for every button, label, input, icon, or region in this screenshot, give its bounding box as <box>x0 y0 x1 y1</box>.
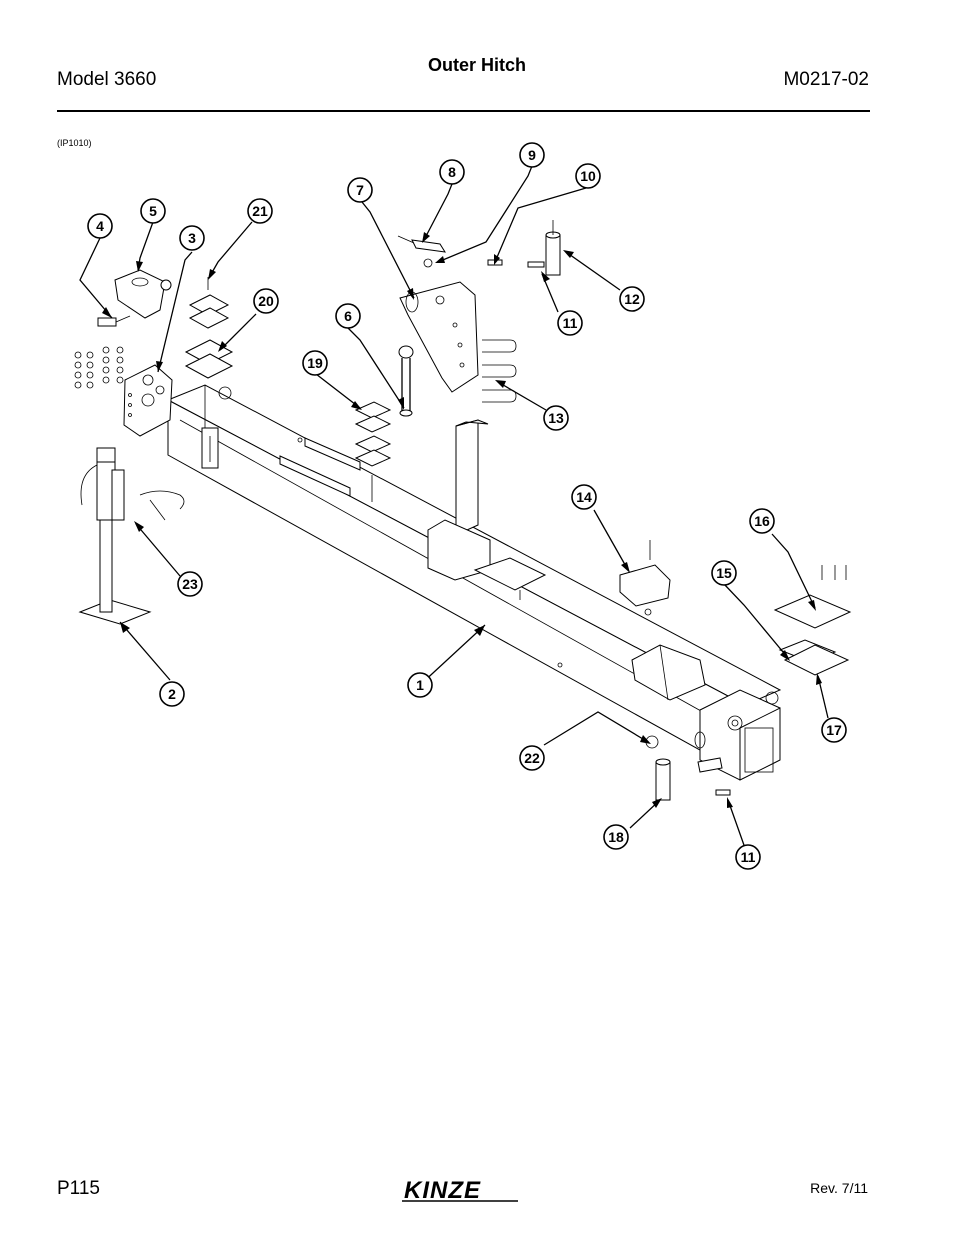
figure-id: (IP1010) <box>57 138 92 148</box>
svg-text:3: 3 <box>188 230 196 246</box>
callout-2: 2 <box>159 681 185 707</box>
svg-text:2: 2 <box>168 686 176 702</box>
header-rule <box>57 110 870 112</box>
bracket-plate-part <box>399 281 479 393</box>
page-number: P115 <box>57 1178 100 1199</box>
svg-text:12: 12 <box>624 291 640 307</box>
leader-lines <box>79 165 829 849</box>
hitch-pin-part <box>398 345 414 417</box>
svg-text:10: 10 <box>580 168 596 184</box>
callout-14: 14 <box>571 484 597 510</box>
svg-text:5: 5 <box>149 203 157 219</box>
u-bolts <box>482 339 517 403</box>
callout-16: 16 <box>749 508 775 534</box>
callout-11-top: 11 <box>557 310 583 336</box>
svg-text:23: 23 <box>182 576 198 592</box>
clamp-bracket-part <box>619 540 671 616</box>
bolt-cluster <box>74 346 124 389</box>
svg-text:14: 14 <box>576 489 592 505</box>
kinze-logo: KINZE <box>402 1177 518 1204</box>
callout-15: 15 <box>711 560 737 586</box>
callout-9: 9 <box>519 142 545 168</box>
svg-text:21: 21 <box>252 203 268 219</box>
svg-text:15: 15 <box>716 565 732 581</box>
callout-8: 8 <box>439 159 465 185</box>
callout-3: 3 <box>179 225 205 251</box>
pivot-pin-part <box>645 735 731 801</box>
svg-text:8: 8 <box>448 164 456 180</box>
clamp-plates <box>184 277 392 502</box>
svg-text:KINZE: KINZE <box>404 1177 481 1204</box>
callout-7: 7 <box>347 177 373 203</box>
svg-text:16: 16 <box>754 513 770 529</box>
svg-text:13: 13 <box>548 410 564 426</box>
clevis-part <box>97 269 172 327</box>
callout-4: 4 <box>87 213 113 239</box>
svg-text:20: 20 <box>258 293 274 309</box>
svg-text:4: 4 <box>96 218 104 234</box>
callout-19: 19 <box>302 350 328 376</box>
model-label: Model 3660 <box>57 69 157 90</box>
svg-text:6: 6 <box>344 308 352 324</box>
callout-23: 23 <box>177 571 203 597</box>
jack-part <box>78 447 152 625</box>
callout-6: 6 <box>335 303 361 329</box>
callout-22: 22 <box>519 745 545 771</box>
callout-21: 21 <box>247 198 273 224</box>
mount-plates-right <box>773 565 852 676</box>
callout-18: 18 <box>603 824 629 850</box>
callout-10: 10 <box>575 163 601 189</box>
svg-text:17: 17 <box>826 722 842 738</box>
svg-text:11: 11 <box>741 849 756 865</box>
svg-text:22: 22 <box>524 750 540 766</box>
callout-17: 17 <box>821 717 847 743</box>
svg-text:11: 11 <box>563 315 578 331</box>
svg-text:19: 19 <box>307 355 323 371</box>
callout-5: 5 <box>140 198 166 224</box>
svg-text:9: 9 <box>528 147 536 163</box>
callout-1: 1 <box>407 672 433 698</box>
document-number: M0217-02 <box>783 69 869 90</box>
small-hardware <box>397 220 561 276</box>
callout-20: 20 <box>253 288 279 314</box>
svg-text:18: 18 <box>608 829 624 845</box>
callout-11-bottom: 11 <box>735 844 761 870</box>
hitch-tube-part <box>166 384 782 781</box>
page-title: Outer Hitch <box>427 55 526 75</box>
revision-label: Rev. 7/11 <box>810 1180 868 1196</box>
mounting-plate-part <box>123 364 173 437</box>
svg-text:7: 7 <box>356 182 364 198</box>
callout-12: 12 <box>619 286 645 312</box>
svg-text:1: 1 <box>416 677 424 693</box>
handle-pin-part <box>139 490 185 521</box>
callout-13: 13 <box>543 405 569 431</box>
